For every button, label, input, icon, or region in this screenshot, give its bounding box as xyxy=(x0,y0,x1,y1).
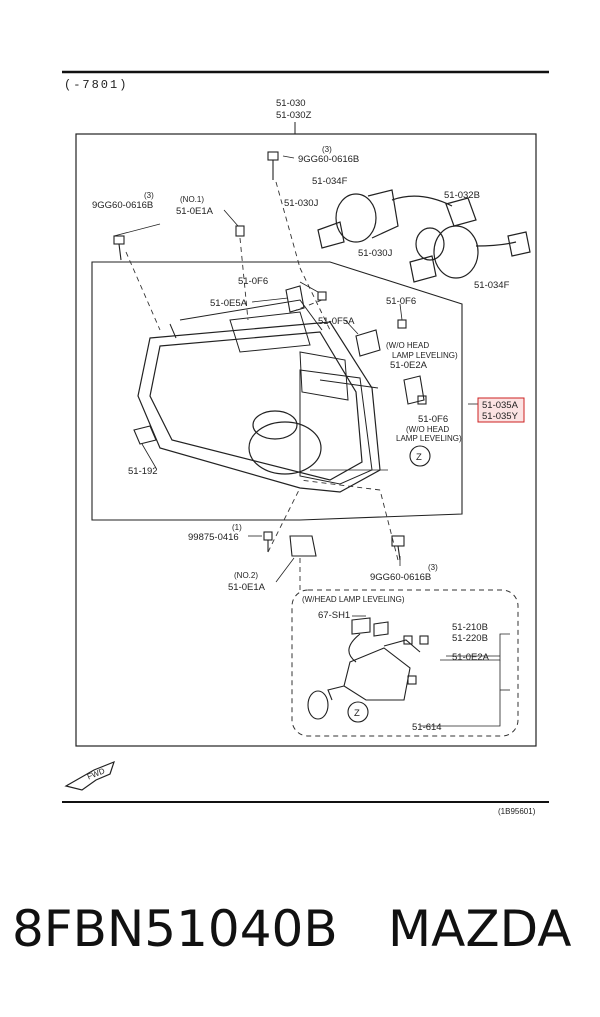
svg-text:(1): (1) xyxy=(232,523,242,532)
marker-z-circle xyxy=(409,445,431,467)
outer-frame xyxy=(75,133,537,747)
bolts xyxy=(113,151,427,561)
header-code: (-7801) xyxy=(64,78,128,92)
svg-text:99875-0416: 99875-0416 xyxy=(188,532,239,543)
bulb-socket-upper xyxy=(317,189,477,249)
svg-text:51-032B: 51-032B xyxy=(444,190,480,201)
svg-text:51-0E1A: 51-0E1A xyxy=(228,582,266,593)
svg-text:Z: Z xyxy=(354,708,360,719)
highlight-box xyxy=(477,397,525,423)
svg-text:(W/O HEAD: (W/O HEAD xyxy=(406,425,449,434)
svg-text:51-030J: 51-030J xyxy=(358,248,393,259)
svg-text:67-SH1: 67-SH1 xyxy=(318,610,350,621)
svg-text:51-0E5A: 51-0E5A xyxy=(210,298,248,309)
svg-text:51-034F: 51-034F xyxy=(312,176,348,187)
svg-text:51-0F6: 51-0F6 xyxy=(386,296,416,307)
svg-text:51-0E1A: 51-0E1A xyxy=(176,206,214,217)
brand-name: MAZDA xyxy=(388,900,572,958)
svg-text:51-035A: 51-035A xyxy=(482,400,519,411)
svg-text:51-192: 51-192 xyxy=(128,466,158,477)
svg-text:51-0E2A: 51-0E2A xyxy=(390,360,428,371)
svg-text:(W/O HEAD: (W/O HEAD xyxy=(386,341,429,350)
leveling-subframe xyxy=(291,589,519,737)
marker-z-circle-2 xyxy=(347,701,369,723)
svg-text:LAMP LEVELING): LAMP LEVELING) xyxy=(392,351,458,360)
guide-lines xyxy=(125,181,399,592)
svg-text:(NO.2): (NO.2) xyxy=(234,571,258,580)
part-number: 8FBN51040B xyxy=(12,900,338,958)
svg-text:9GG60-0616B: 9GG60-0616B xyxy=(92,200,153,211)
headlamp-parts-diagram: (-7801) xyxy=(62,70,549,816)
svg-text:51-035Y: 51-035Y xyxy=(482,411,519,422)
svg-text:51-030J: 51-030J xyxy=(284,198,319,209)
footer: 8FBN51040B MAZDA xyxy=(0,900,600,980)
leader-lines xyxy=(113,155,480,583)
svg-text:51-0F6: 51-0F6 xyxy=(238,276,268,287)
bulb-socket-lower xyxy=(409,225,531,283)
svg-text:9GG60-0616B: 9GG60-0616B xyxy=(370,572,431,583)
svg-text:(3): (3) xyxy=(322,145,332,154)
svg-text:51-0F5A: 51-0F5A xyxy=(318,316,355,327)
svg-text:LAMP LEVELING): LAMP LEVELING) xyxy=(396,434,462,443)
ref-code: (1B95601) xyxy=(498,807,536,816)
assembly-box xyxy=(91,261,463,521)
svg-text:51-220B: 51-220B xyxy=(452,633,488,644)
svg-text:(3): (3) xyxy=(144,191,154,200)
svg-text:9GG60-0616B: 9GG60-0616B xyxy=(298,154,359,165)
svg-text:51-034F: 51-034F xyxy=(474,280,510,291)
svg-text:51-030Z: 51-030Z xyxy=(276,110,312,121)
svg-text:51-0F6: 51-0F6 xyxy=(418,414,448,425)
svg-text:51-0E2A: 51-0E2A xyxy=(452,652,490,663)
svg-text:(3): (3) xyxy=(428,563,438,572)
svg-text:Z: Z xyxy=(416,452,422,463)
leveling-motor xyxy=(307,617,429,720)
callout-labels: 51-030 51-030Z (3) 9GG60-0616B 51-034F 5… xyxy=(92,98,519,733)
headlamp-body xyxy=(137,299,388,493)
fwd-arrow-icon: FWD xyxy=(64,760,115,791)
svg-text:51-210B: 51-210B xyxy=(452,622,488,633)
svg-text:51-614: 51-614 xyxy=(412,722,442,733)
svg-text:(W/HEAD LAMP LEVELING): (W/HEAD LAMP LEVELING) xyxy=(302,595,405,604)
svg-text:(NO.1): (NO.1) xyxy=(180,195,204,204)
svg-text:51-030: 51-030 xyxy=(276,98,306,109)
